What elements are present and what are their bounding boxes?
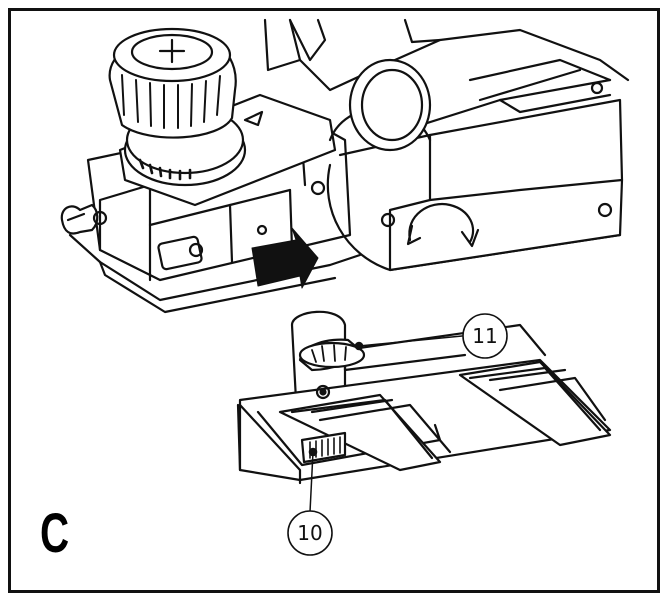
callout-10-circle xyxy=(287,510,333,556)
callout-10-label: 10 xyxy=(297,521,322,545)
callout-11-group: 11 xyxy=(354,313,508,359)
figure-label: C xyxy=(40,501,70,564)
planer-body xyxy=(60,18,630,314)
callout-11-label: 11 xyxy=(472,324,497,348)
callout-10-group: 10 xyxy=(287,447,333,556)
callout-11-circle xyxy=(462,313,508,359)
insertion-arrow xyxy=(251,227,319,289)
callout-10-dot xyxy=(308,447,318,457)
parallel-guide xyxy=(236,310,612,485)
callout-11-dot xyxy=(354,341,364,351)
